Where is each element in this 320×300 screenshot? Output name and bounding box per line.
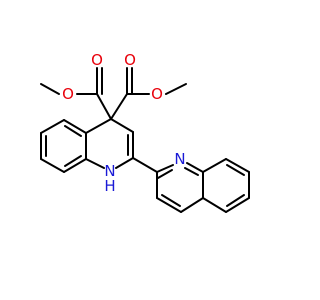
- bond: [40, 119, 65, 134]
- bond-layer: [40, 67, 250, 213]
- bond: [85, 158, 105, 169]
- oxygen-label: O: [124, 51, 136, 69]
- bond: [64, 155, 82, 167]
- bond: [226, 194, 245, 207]
- oxygen-label: O: [91, 51, 103, 69]
- bond: [40, 158, 65, 173]
- bond: [184, 167, 199, 176]
- bond: [225, 158, 250, 173]
- bond: [85, 118, 112, 134]
- bond: [132, 157, 158, 173]
- nitrogen-label: N: [174, 150, 185, 168]
- bond: [110, 118, 134, 133]
- molecule-diagram: O O O O H N N: [40, 51, 250, 213]
- bond: [180, 197, 204, 213]
- bond: [156, 197, 182, 213]
- bond: [165, 83, 187, 95]
- nitrogen-label: N: [104, 162, 115, 180]
- bond: [96, 93, 112, 120]
- amine-hydrogen-label: H: [104, 177, 115, 195]
- bond: [202, 197, 227, 213]
- bond: [161, 194, 181, 207]
- atom-label-layer: O O O O H N N: [62, 51, 186, 195]
- bond: [64, 125, 82, 137]
- bond: [156, 164, 174, 173]
- bond: [226, 164, 245, 176]
- bond: [40, 83, 60, 95]
- structure-canvas: O O O O H N N: [40, 51, 250, 213]
- bond: [202, 158, 227, 173]
- bond: [186, 162, 204, 173]
- bond: [63, 119, 87, 134]
- bond: [115, 157, 134, 169]
- bond: [157, 169, 173, 179]
- oxygen-label: O: [62, 85, 74, 103]
- bond: [63, 158, 87, 173]
- oxygen-label: O: [151, 85, 163, 103]
- bond: [225, 197, 250, 213]
- bond: [110, 93, 128, 120]
